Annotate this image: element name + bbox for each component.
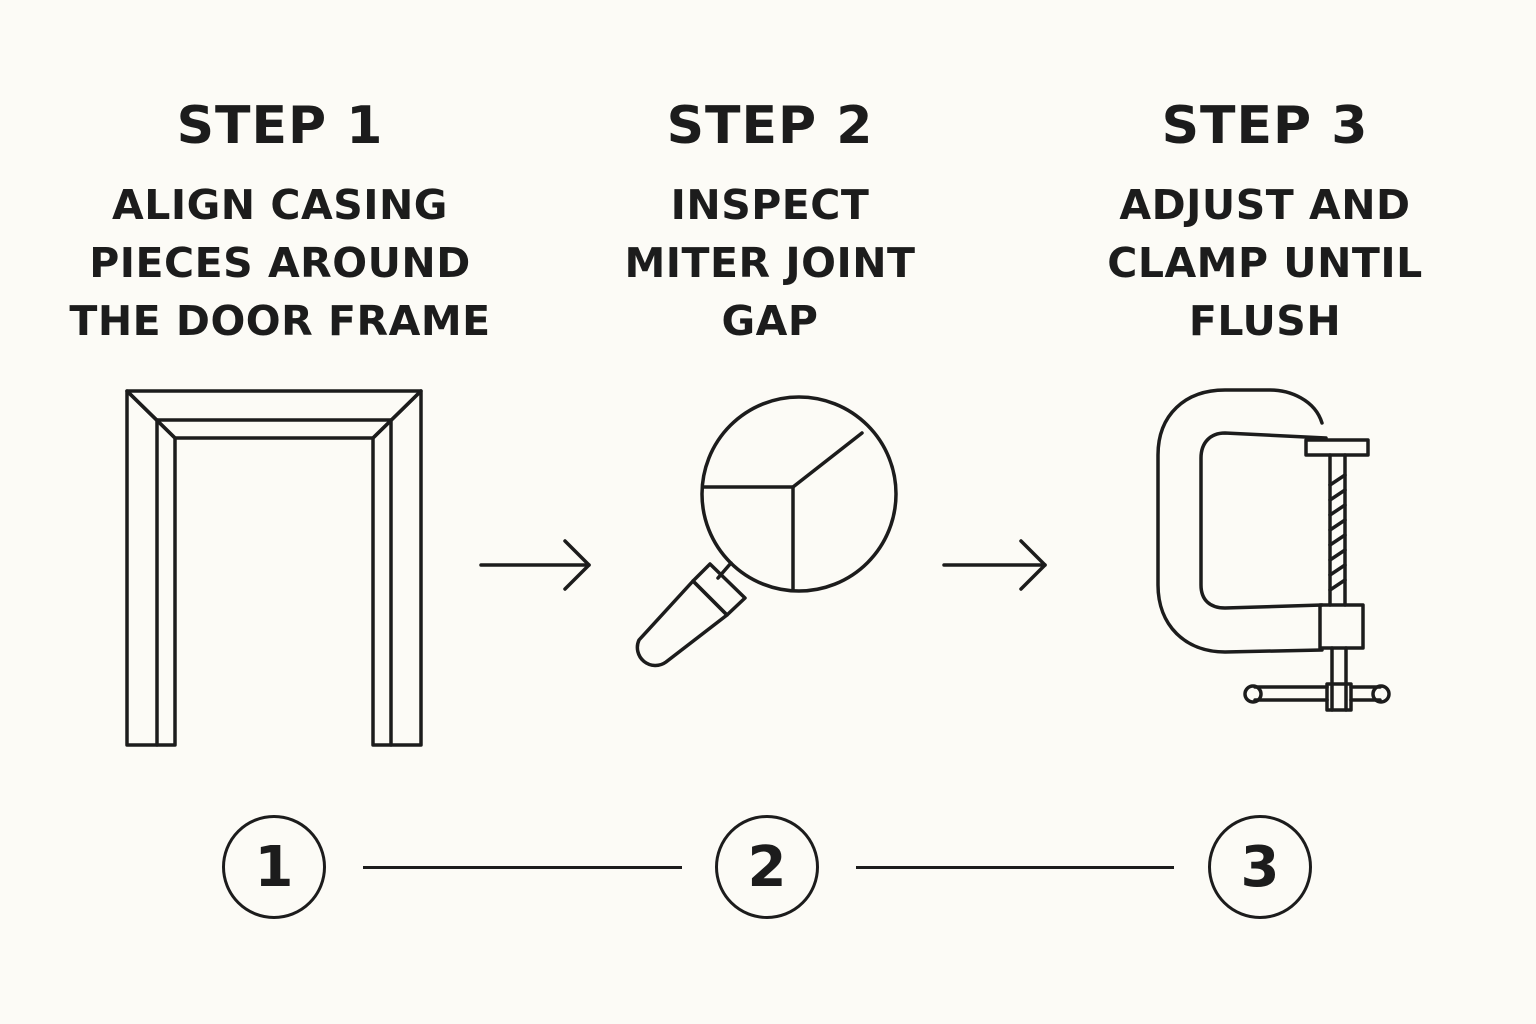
step-2-title: STEP 2 — [666, 96, 874, 156]
miter-corner-inside-lens — [702, 485, 795, 591]
handle — [635, 579, 729, 668]
step-2-line-2: MITER JOINT — [624, 239, 916, 287]
door-frame-casing-icon — [125, 389, 423, 747]
arrow-right-icon — [479, 539, 591, 591]
step-2-column: STEP 2 INSPECT MITER JOINT GAP — [540, 90, 1000, 350]
step-3-line-2: CLAMP UNTIL — [1107, 239, 1423, 287]
step-2-line-1: INSPECT — [670, 181, 870, 229]
clamp-tbar-hub — [1325, 682, 1353, 712]
clamp-frame-inner — [1199, 431, 1328, 610]
step-1-description: ALIGN CASING PIECES AROUND THE DOOR FRAM… — [50, 176, 510, 350]
lens — [700, 395, 898, 593]
miter-diagonal-line — [791, 431, 864, 489]
clamp-screw-thread — [1328, 473, 1347, 592]
clamp-screw-block — [1318, 603, 1365, 650]
step-3-line-1: ADJUST AND — [1119, 181, 1411, 229]
step-1-number-badge: 1 — [222, 815, 326, 919]
c-clamp-icon — [1156, 388, 1391, 712]
arrow-right-icon — [942, 539, 1047, 591]
progress-connector-2-3 — [856, 866, 1174, 869]
step-1-line-2: PIECES AROUND — [89, 239, 471, 287]
clamp-tbar-end-right — [1371, 684, 1391, 704]
step-3-description: ADJUST AND CLAMP UNTIL FLUSH — [1035, 176, 1495, 350]
step-1-title: STEP 1 — [176, 96, 384, 156]
step-1-column: STEP 1 ALIGN CASING PIECES AROUND THE DO… — [50, 90, 510, 350]
step-2-description: INSPECT MITER JOINT GAP — [540, 176, 1000, 350]
step-1-line-3: THE DOOR FRAME — [69, 297, 491, 345]
casing-left-leg — [125, 389, 177, 747]
step-1-line-1: ALIGN CASING — [112, 181, 448, 229]
step-3-column: STEP 3 ADJUST AND CLAMP UNTIL FLUSH — [1035, 90, 1495, 350]
step-3-title: STEP 3 — [1161, 96, 1369, 156]
step-2-line-3: GAP — [721, 297, 819, 345]
casing-head — [125, 389, 423, 440]
magnifying-glass-icon — [635, 395, 898, 668]
step-2-number-badge: 2 — [715, 815, 819, 919]
step-3-number-badge: 3 — [1208, 815, 1312, 919]
clamp-frame-outer — [1156, 388, 1324, 654]
casing-right-leg — [371, 389, 423, 747]
clamp-jaw-top — [1304, 438, 1370, 457]
progress-connector-1-2 — [363, 866, 682, 869]
step-3-line-3: FLUSH — [1188, 297, 1342, 345]
clamp-tbar-end-left — [1243, 684, 1263, 704]
